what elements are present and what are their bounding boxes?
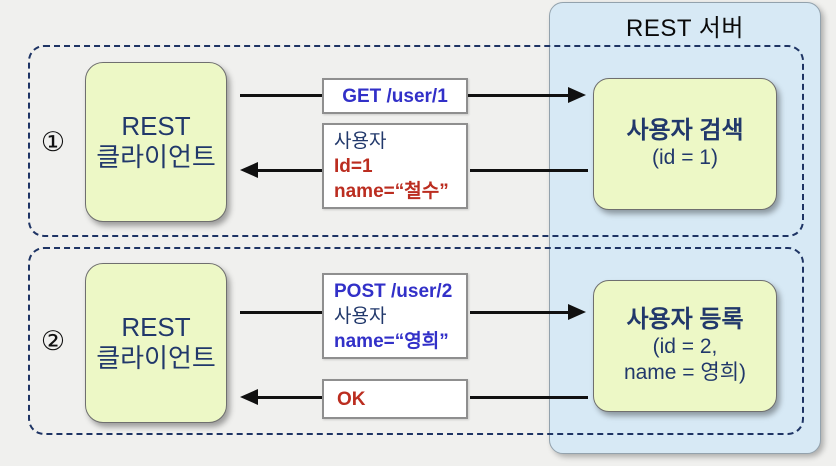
rest-server-title: REST 서버 [626, 15, 744, 42]
response-message-box-1: 사용자 Id=1 name=“철수” [322, 123, 468, 209]
request-arrow-1-server-segment [468, 94, 568, 97]
section-1-frame [28, 45, 804, 237]
server-operation-detail-1: (id = 1) [652, 146, 718, 169]
response-arrow-1-client-segment [258, 169, 322, 172]
request-entity-label: 사용자 [334, 306, 387, 327]
request-arrow-2-client-segment [240, 311, 322, 314]
request-arrowhead-2 [568, 304, 586, 320]
section-2-frame [28, 247, 804, 435]
rest-client-box-1: REST 클라이언트 [85, 62, 227, 222]
response-arrow-2-server-segment [470, 396, 588, 399]
server-operation-box-2: 사용자 등록 (id = 2, name = 영희) [593, 280, 777, 412]
response-arrowhead-2 [240, 389, 258, 405]
request-arrow-1-client-segment [240, 94, 322, 97]
request-message-box-1: GET /user/1 [322, 78, 468, 114]
response-name-value: name=“철수” [334, 181, 449, 202]
response-arrow-2-client-segment [258, 396, 322, 399]
server-operation-detail-2b: name = 영희) [623, 361, 747, 384]
http-post-line: POST /user/2 [334, 281, 453, 302]
rest-client-box-2: REST 클라이언트 [85, 263, 227, 423]
response-entity-label: 사용자 [334, 131, 387, 152]
response-arrowhead-1 [240, 162, 258, 178]
response-message-box-2: OK [322, 379, 468, 419]
request-message-box-2: POST /user/2 사용자 name=“영희” [322, 273, 468, 359]
request-arrowhead-1 [568, 87, 586, 103]
rest-client-label-2: REST 클라이언트 [96, 312, 216, 373]
server-operation-box-1: 사용자 검색 (id = 1) [593, 78, 777, 210]
response-arrow-1-server-segment [470, 169, 588, 172]
section-1-marker: ① [40, 127, 66, 157]
response-id-value: Id=1 [334, 156, 373, 177]
rest-client-label-1: REST 클라이언트 [96, 111, 216, 172]
request-arrow-2-server-segment [470, 311, 568, 314]
response-ok-label: OK [337, 388, 366, 410]
server-operation-title-2: 사용자 등록 [626, 306, 744, 333]
server-operation-title-1: 사용자 검색 [626, 117, 744, 144]
http-get-line: GET /user/1 [342, 85, 448, 107]
request-name-value: name=“영희” [334, 331, 449, 352]
section-2-marker: ② [40, 326, 66, 356]
server-operation-detail-2a: (id = 2, [652, 335, 718, 358]
